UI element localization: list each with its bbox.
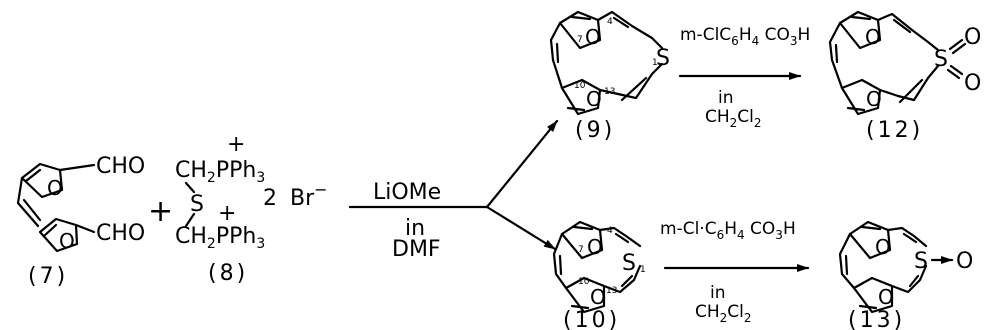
- furan-ring-top: [20, 162, 64, 199]
- compound-label-13: (13): [848, 308, 905, 330]
- ring-oxygen-top: O: [47, 176, 63, 200]
- cho-bond-top: [58, 163, 96, 172]
- compound-label-9: (9): [575, 118, 615, 143]
- macrocycle-13-chain-bottom: [890, 264, 928, 294]
- ring-oxygen-12-bottom: O: [866, 87, 882, 111]
- sulfur-10: S: [622, 251, 636, 276]
- sulfoxide-oxygen: O: [956, 249, 973, 274]
- compound-12: O O S O O (12): [828, 10, 981, 143]
- ch2-bottom: CH2PPh3: [175, 224, 265, 252]
- lower-solvent: CH2Cl2: [695, 302, 752, 325]
- lower-solvent-in: in: [710, 283, 726, 303]
- plus-operator: +: [148, 194, 173, 229]
- compound-9: O O S 1 4 7 10 13 (9): [549, 10, 670, 143]
- macrocycle-10-chain-bottom: [602, 264, 642, 294]
- macrocycle-9-outline: [558, 10, 602, 50]
- macrocycle-9-furan-2: [560, 78, 602, 116]
- locant-10-4: 4: [607, 226, 613, 236]
- sulfur-12: S: [934, 47, 948, 72]
- locant-9-7: 7: [577, 35, 583, 45]
- macrocycle-13-vinylene-left: [838, 232, 856, 290]
- macrocycle-10-vinylene-left: [552, 232, 568, 290]
- sulfonyl-bond-2: [946, 64, 964, 80]
- branch-arrow-down: [485, 205, 557, 251]
- locant-9-1: 1: [652, 58, 658, 68]
- macrocycle-13-furan-2: [852, 276, 894, 314]
- compound-7: O O CHO CHO (7): [16, 154, 145, 289]
- macrocycle-12-chain-top: [876, 12, 940, 52]
- macrocycle-9-chain-top: [596, 10, 664, 50]
- cho-group-bottom: CHO: [96, 221, 145, 246]
- locant-10-1: 1: [640, 265, 646, 275]
- upper-reaction: m-ClC6H4 CO3H in CH2Cl2: [678, 25, 810, 130]
- lower-reagent: m-Cl·C6H4 CO3H: [660, 219, 796, 242]
- locant-10-7: 7: [578, 245, 584, 255]
- macrocycle-12-chain-bottom: [878, 64, 940, 104]
- lower-reaction: m-Cl·C6H4 CO3H in CH2Cl2: [660, 219, 810, 325]
- branch-arrow-up: [485, 119, 559, 209]
- compound-label-8: (8): [208, 261, 248, 286]
- compound-10: O O S 1 4 7 10 13 (10): [552, 220, 646, 330]
- phosphonium-charge-bottom: +: [218, 201, 236, 226]
- main-reaction: LiOMe in DMF: [348, 119, 559, 262]
- macrocycle-12-furan-1: [838, 10, 882, 50]
- macrocycle-12-vinylene-left: [828, 21, 844, 90]
- compound-label-7: (7): [28, 264, 68, 289]
- macrocycle-13-chain-top: [886, 226, 928, 248]
- macrocycle-10-furan-1: [560, 220, 604, 260]
- locant-10-10: 10: [578, 277, 590, 287]
- vinylene-bridge: [16, 176, 42, 228]
- compound-label-12: (12): [866, 118, 923, 143]
- sulfonyl-bond-1: [948, 38, 967, 55]
- macrocycle-10-furan-2: [564, 276, 606, 314]
- ring-oxygen-10-top: O: [587, 235, 603, 259]
- macrocycle-12-furan-2: [840, 78, 882, 116]
- macrocycle-9-vinylene-left: [549, 21, 564, 90]
- ring-oxygen-9-top: O: [585, 25, 601, 49]
- compound-8: CH2PPh3 + S + 2 Br− CH2PPh3 (8): [175, 132, 328, 286]
- ring-oxygen-bottom: O: [59, 229, 75, 253]
- macrocycle-9-chain-bottom: [598, 62, 664, 102]
- solvent-dmf: DMF: [392, 237, 441, 262]
- locant-9-13: 13: [604, 87, 615, 97]
- s-ch2-bond-bottom: [184, 212, 196, 228]
- cho-bond-bottom: [74, 223, 96, 234]
- sulfonyl-oxygen-2: O: [964, 71, 981, 96]
- upper-reagent: m-ClC6H4 CO3H: [680, 25, 810, 48]
- sulfur-atom: S: [190, 192, 204, 217]
- upper-solvent: CH2Cl2: [705, 107, 762, 130]
- macrocycle-10-chain-top: [598, 226, 642, 248]
- ring-oxygen-12-top: O: [865, 25, 881, 49]
- ch2-top: CH2PPh3: [175, 158, 265, 186]
- sulfur-13: S: [914, 249, 928, 274]
- phosphonium-charge-top: +: [227, 132, 245, 157]
- locant-10-13: 13: [606, 286, 617, 296]
- s-ch2-bond-top: [184, 181, 196, 194]
- ring-oxygen-10-bottom: O: [590, 285, 606, 309]
- solvent-in: in: [405, 216, 425, 241]
- macrocycle-13-furan-1: [848, 220, 892, 260]
- ring-oxygen-13-bottom: O: [878, 285, 894, 309]
- bromide-count: 2: [263, 186, 277, 211]
- compound-13: O O S O (13): [838, 220, 973, 330]
- cho-group-top: CHO: [96, 154, 145, 179]
- furan-ring-bottom: [38, 217, 79, 253]
- locant-9-10: 10: [574, 81, 586, 91]
- sulfonyl-oxygen-1: O: [964, 25, 981, 50]
- bromide-anion: Br−: [290, 180, 328, 211]
- upper-solvent-in: in: [718, 88, 734, 108]
- locant-9-4: 4: [607, 17, 613, 27]
- ring-oxygen-9-bottom: O: [586, 87, 602, 111]
- reagent-lioMe: LiOMe: [373, 180, 441, 205]
- sulfur-9: S: [656, 46, 670, 71]
- ring-oxygen-13-top: O: [875, 235, 891, 259]
- compound-label-10: (10): [563, 308, 620, 330]
